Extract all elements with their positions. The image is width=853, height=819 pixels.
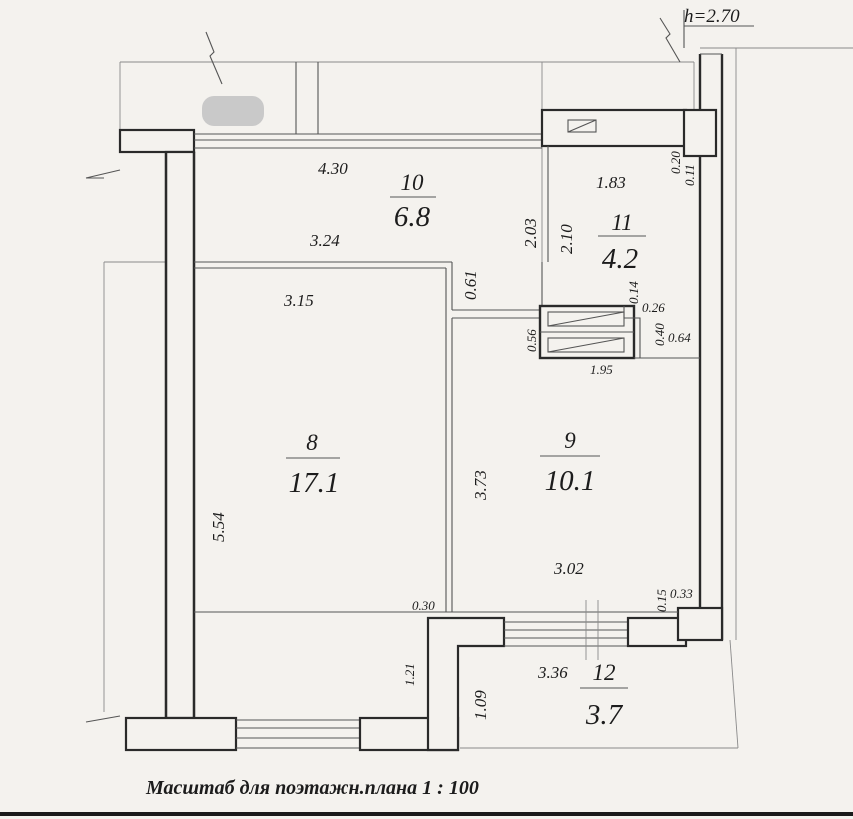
room-area: 3.7 <box>585 699 624 731</box>
dim-label: 0.61 <box>461 270 480 300</box>
scale-label: Масштаб для поэтажн.плана 1 : 100 <box>145 777 479 799</box>
room-area: 4.2 <box>602 243 638 275</box>
room-12-label: 12 3.7 <box>580 660 628 731</box>
room-9-label: 9 10.1 <box>540 428 600 497</box>
room-number: 11 <box>611 210 632 235</box>
dim-label: 1.21 <box>402 663 417 686</box>
top-wall <box>118 62 542 154</box>
dim-label: 2.03 <box>521 218 540 248</box>
dim-label: 0.14 <box>626 281 641 304</box>
dim-label: 3.02 <box>553 559 584 578</box>
outer-boundary-lines <box>103 48 739 749</box>
bottom-walls <box>124 600 724 752</box>
vent-shaft-top <box>540 108 718 158</box>
dim-label: 0.30 <box>412 598 435 613</box>
ceiling-height-label: h=2.70 <box>684 6 740 27</box>
room-number: 10 <box>401 170 425 195</box>
room-11-walls <box>541 146 549 306</box>
room-area: 6.8 <box>394 201 431 233</box>
bathroom-fixtures <box>538 304 700 360</box>
dim-label: 3.36 <box>537 663 568 682</box>
dim-label: 0.56 <box>524 329 539 352</box>
room-area: 17.1 <box>289 467 340 499</box>
room-8-label: 8 17.1 <box>286 430 340 499</box>
room-10-label: 10 6.8 <box>390 170 436 233</box>
dim-label: 0.64 <box>668 330 691 345</box>
dim-label: 0.15 <box>654 589 669 612</box>
dim-label: 1.09 <box>471 690 490 720</box>
dim-label: 5.54 <box>209 512 228 542</box>
break-marks <box>85 17 681 723</box>
blurred-stamp <box>202 96 264 126</box>
room-11-label: 11 4.2 <box>598 210 646 275</box>
dim-label: 0.20 <box>668 151 683 174</box>
dim-label: 4.30 <box>318 159 348 178</box>
dim-label: 1.83 <box>596 173 626 192</box>
room-number: 8 <box>306 430 318 455</box>
dim-label: 0.11 <box>682 164 697 186</box>
room-number: 12 <box>593 660 616 685</box>
dim-label: 3.24 <box>309 231 340 250</box>
dim-label: 0.40 <box>652 323 667 346</box>
room-area: 10.1 <box>545 465 596 497</box>
room-10-lower-wall <box>194 261 540 612</box>
dim-label: 1.95 <box>590 362 613 377</box>
left-wall <box>164 150 196 720</box>
dim-label: 0.26 <box>642 300 665 315</box>
dim-label: 2.10 <box>557 224 576 254</box>
dimension-labels: 4.30 3.24 3.15 0.61 2.03 2.10 1.83 0.20 … <box>209 151 697 720</box>
room-number: 9 <box>564 428 576 453</box>
dim-label: 3.73 <box>471 470 490 501</box>
dim-label: 3.15 <box>283 291 314 310</box>
dim-label: 0.33 <box>670 586 693 601</box>
